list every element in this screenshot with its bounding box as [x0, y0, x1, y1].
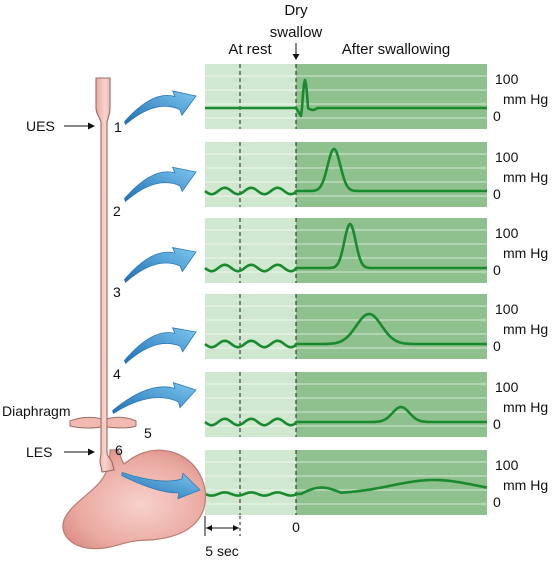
pressure-100-label: 100 [495, 71, 519, 87]
manometry-panel-4: 100 mm Hg0 [204, 294, 548, 359]
recording-site-arrow-5 [112, 381, 197, 415]
dry-swallow-label-line2: swallow [270, 24, 323, 41]
recording-site-arrow-4 [123, 327, 197, 365]
recording-site-arrow-2 [123, 166, 197, 203]
pressure-trace [204, 147, 488, 196]
after-swallow-background [296, 372, 487, 437]
recording-site-arrow-6 [121, 472, 201, 500]
rest-background [205, 450, 296, 515]
ues-pointer-arrow [64, 122, 95, 130]
manometry-panel-6: 100 mm Hg0 [204, 450, 548, 515]
manometry-panel-3: 100 mm Hg0 [204, 218, 548, 283]
time-scale-bar [204, 516, 241, 536]
after-swallow-background [296, 218, 487, 283]
pressure-trace [204, 78, 488, 118]
site-number-1: 1 [114, 119, 122, 135]
ues-label: UES [26, 118, 55, 134]
rest-background [205, 218, 296, 283]
diaphragm-right [106, 416, 137, 429]
manometry-panel-5: 100 mm Hg0 [204, 372, 548, 437]
les-pointer-arrow [64, 448, 95, 456]
pressure-zero-label: 0 [493, 416, 501, 432]
manometry-panel-1: 100 mm Hg0 [204, 64, 548, 129]
esophagus-illustration [62, 77, 206, 550]
pressure-100-label: 100 [495, 225, 519, 241]
after-swallow-background [296, 64, 487, 129]
rest-background [205, 372, 296, 437]
les-label: LES [26, 444, 52, 460]
diaphragm-left [69, 416, 102, 429]
pressure-100-label: 100 [495, 149, 519, 165]
pressure-100-label: 100 [495, 457, 519, 473]
site-number-3: 3 [113, 284, 121, 300]
site-number-2: 2 [113, 203, 121, 219]
rest-background [205, 294, 296, 359]
rest-background [205, 142, 296, 207]
site-number-4: 4 [113, 366, 121, 382]
pressure-trace [204, 222, 488, 273]
site-number-5: 5 [144, 425, 152, 441]
pressure-trace [204, 478, 488, 497]
after-swallow-background [296, 294, 487, 359]
pressure-unit-label: mm Hg [503, 477, 548, 493]
after-swallowing-label: After swallowing [342, 41, 450, 58]
pressure-unit-label: mm Hg [503, 169, 548, 185]
dry-swallow-marker-arrow [292, 43, 300, 60]
rest-background [205, 64, 296, 129]
pressure-unit-label: mm Hg [503, 91, 548, 107]
time-zero-label: 0 [292, 519, 300, 535]
esophagus [95, 77, 115, 473]
pressure-trace [204, 405, 488, 427]
recording-site-arrows [112, 90, 201, 500]
pressure-zero-label: 0 [493, 262, 501, 278]
recording-site-arrow-1 [124, 90, 197, 126]
pressure-zero-label: 0 [493, 108, 501, 124]
recording-site-arrow-3 [123, 246, 197, 284]
stomach [62, 449, 206, 550]
diaphragm-label: Diaphragm [2, 403, 70, 419]
pressure-zero-label: 0 [493, 338, 501, 354]
time-scale-label: 5 sec [205, 543, 238, 559]
at-rest-label: At rest [228, 41, 272, 58]
pressure-trace [204, 312, 488, 349]
pressure-zero-label: 0 [493, 186, 501, 202]
pressure-unit-label: mm Hg [503, 321, 548, 337]
pressure-unit-label: mm Hg [503, 245, 548, 261]
pressure-100-label: 100 [495, 379, 519, 395]
pressure-unit-label: mm Hg [503, 399, 548, 415]
manometry-panel-2: 100 mm Hg0 [204, 142, 548, 207]
dry-swallow-label: Dry [284, 2, 308, 19]
pressure-zero-label: 0 [493, 494, 501, 510]
pressure-100-label: 100 [495, 301, 519, 317]
site-number-6: 6 [115, 442, 123, 458]
